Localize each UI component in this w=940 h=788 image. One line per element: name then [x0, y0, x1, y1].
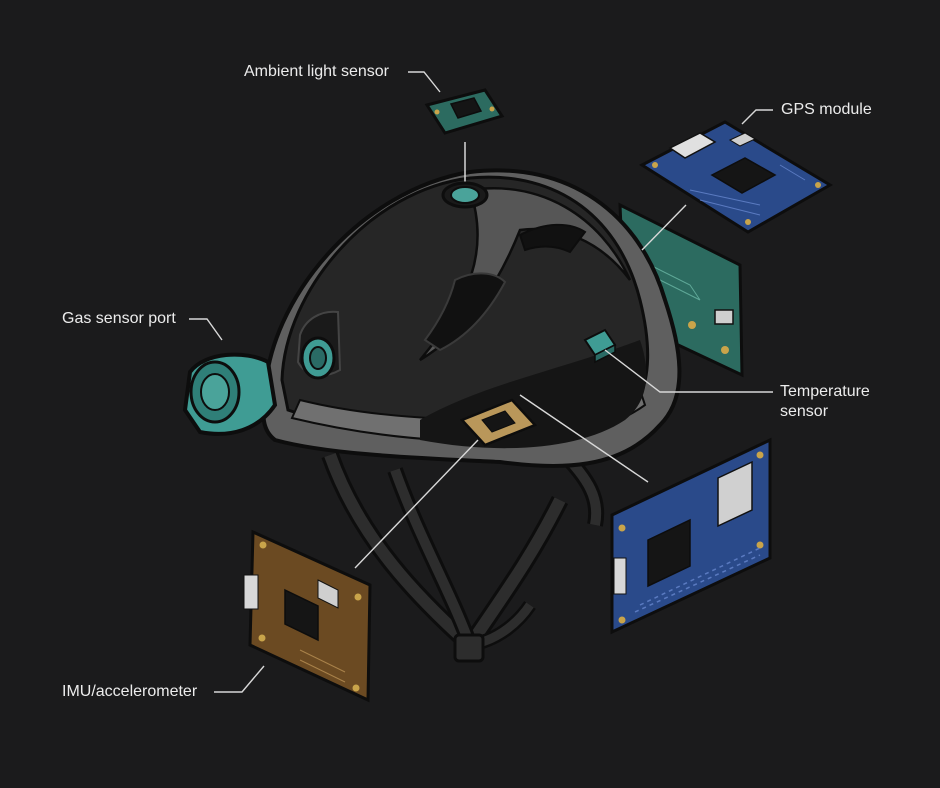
- leader-chip-imu: [354, 439, 479, 569]
- helmet-harness: [321, 444, 605, 663]
- gps-module: [638, 120, 833, 234]
- leader-ambient: [408, 71, 441, 93]
- leader-imu: [214, 665, 265, 693]
- leader-temp: [604, 349, 773, 393]
- leader-gas: [189, 318, 223, 341]
- leader-gps: [741, 109, 773, 125]
- leader-lines: [189, 71, 773, 693]
- internal-chip: [459, 398, 538, 447]
- leader-gps-inner: [641, 204, 687, 251]
- label-imu-accelerometer: IMU/accelerometer: [62, 683, 198, 700]
- label-temperature-sensor: Temperature sensor: [780, 383, 870, 420]
- label-ambient-light-sensor: Ambient light sensor: [244, 63, 389, 80]
- label-gps-module: GPS module: [781, 101, 872, 118]
- lower-blue-pcb: [610, 437, 772, 635]
- ambient-light-sensor: [424, 88, 505, 209]
- imu-pcb: [243, 529, 372, 703]
- leader-chip-blue: [519, 394, 649, 483]
- temperature-sensor: [583, 328, 617, 364]
- label-gas-sensor-port: Gas sensor port: [62, 310, 176, 327]
- gas-sensor-port: [182, 336, 336, 436]
